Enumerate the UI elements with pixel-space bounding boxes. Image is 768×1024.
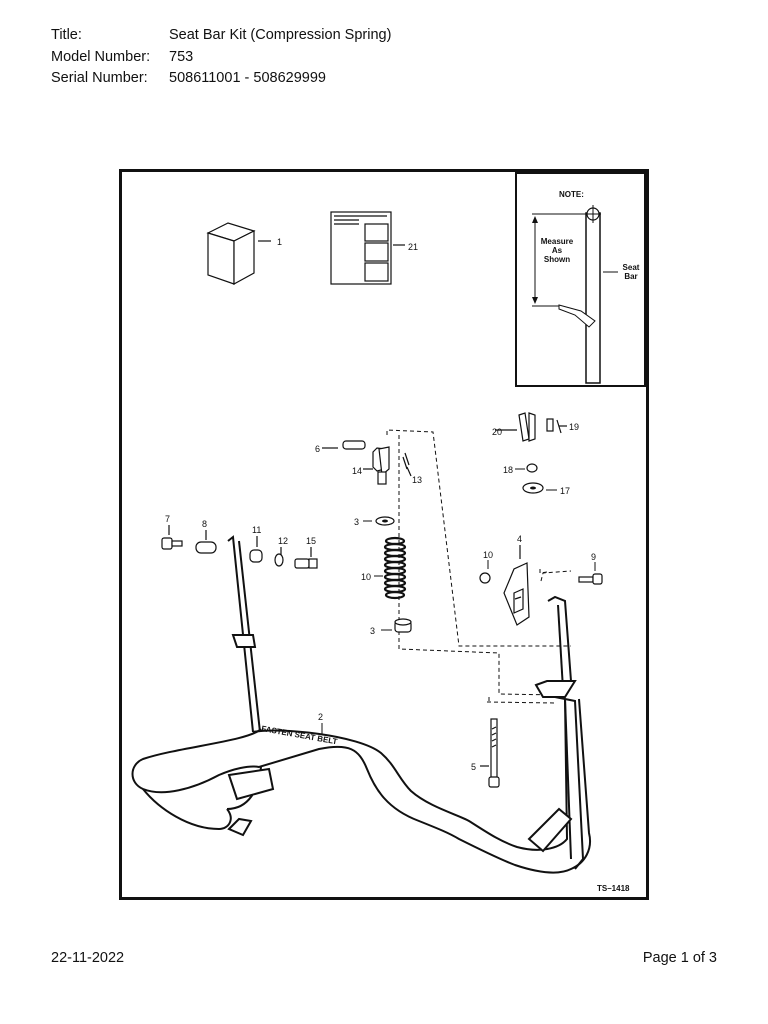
callout-10: 10 xyxy=(483,550,493,560)
hardware-row-left xyxy=(161,525,318,569)
model-value: 753 xyxy=(169,48,194,65)
title-label: Title: xyxy=(51,27,82,43)
title-row: Title: Seat Bar Kit (Compression Spring) xyxy=(51,25,391,47)
callout-18: 18 xyxy=(503,465,513,475)
callout-3-top: 3 xyxy=(354,517,359,527)
callout-5: 5 xyxy=(471,762,476,772)
callout-14: 13 xyxy=(412,475,422,485)
parts-diagram-svg: NOTE: Measure As Shown Seat Bar 1 21 xyxy=(119,169,649,900)
callout-8: 8 xyxy=(202,519,207,529)
belt-decal-text: FASTEN SEAT BELT xyxy=(261,724,339,746)
nut-18 xyxy=(526,463,538,473)
parts-diagram: NOTE: Measure As Shown Seat Bar 1 21 xyxy=(119,169,649,900)
diagram-frame xyxy=(119,169,649,900)
document-header: Title: Seat Bar Kit (Compression Spring)… xyxy=(51,25,391,90)
callout-3-bottom: 3 xyxy=(370,626,375,636)
serial-row: Serial Number: 508611001 - 508629999 xyxy=(51,68,391,90)
title-value: Seat Bar Kit (Compression Spring) xyxy=(169,27,392,43)
figure-id: TS–1418 xyxy=(597,884,630,893)
nut-10 xyxy=(479,572,491,584)
callout-2: 2 xyxy=(318,712,323,722)
footer-date: 22-11-2022 xyxy=(51,950,125,966)
model-label: Model Number: xyxy=(51,48,151,65)
callout-13: 12 xyxy=(278,536,288,546)
callout-20: 20 xyxy=(492,427,502,437)
callout-21: 21 xyxy=(408,242,418,252)
callout-17: 17 xyxy=(560,486,570,496)
note-measure-1: Measure xyxy=(541,237,574,246)
callout-4: 4 xyxy=(517,534,522,544)
note-seat-bar-shape xyxy=(585,212,601,384)
serial-label: Serial Number: xyxy=(51,70,148,86)
seat-bar-2 xyxy=(131,535,591,874)
bolt-5 xyxy=(480,718,500,788)
callout-1: 1 xyxy=(277,237,282,247)
note-measure-3: Shown xyxy=(544,255,570,264)
callout-15: 14 xyxy=(352,466,362,476)
callout-16: 15 xyxy=(306,536,316,546)
callout-9: 9 xyxy=(591,552,596,562)
bolt-9 xyxy=(578,573,603,585)
note-bar-label: Bar xyxy=(624,272,637,281)
bushing-3-bottom xyxy=(394,618,412,633)
callout-6: 6 xyxy=(315,444,320,454)
callout-11: 10 xyxy=(361,572,371,582)
bracket-4 xyxy=(503,545,530,626)
note-title: NOTE: xyxy=(559,190,584,199)
note-measure-2: As xyxy=(552,246,563,255)
note-seat-label: Seat xyxy=(623,263,640,272)
footer-page-number: Page 1 of 3 xyxy=(642,950,717,966)
clevis-20 xyxy=(495,412,567,442)
part-21-manual xyxy=(330,211,405,285)
callout-7: 7 xyxy=(165,514,170,524)
assembly-guide-lines xyxy=(386,429,572,704)
serial-value: 508611001 - 508629999 xyxy=(169,70,326,86)
note-inset: NOTE: Measure As Shown Seat Bar xyxy=(515,172,646,387)
callout-19: 19 xyxy=(569,422,579,432)
pivot-clevis-15 xyxy=(322,440,412,485)
spring-11 xyxy=(383,536,407,600)
callout-12: 11 xyxy=(252,525,261,535)
model-row: Model Number: 753 xyxy=(51,47,391,69)
part-1-box xyxy=(206,222,271,286)
